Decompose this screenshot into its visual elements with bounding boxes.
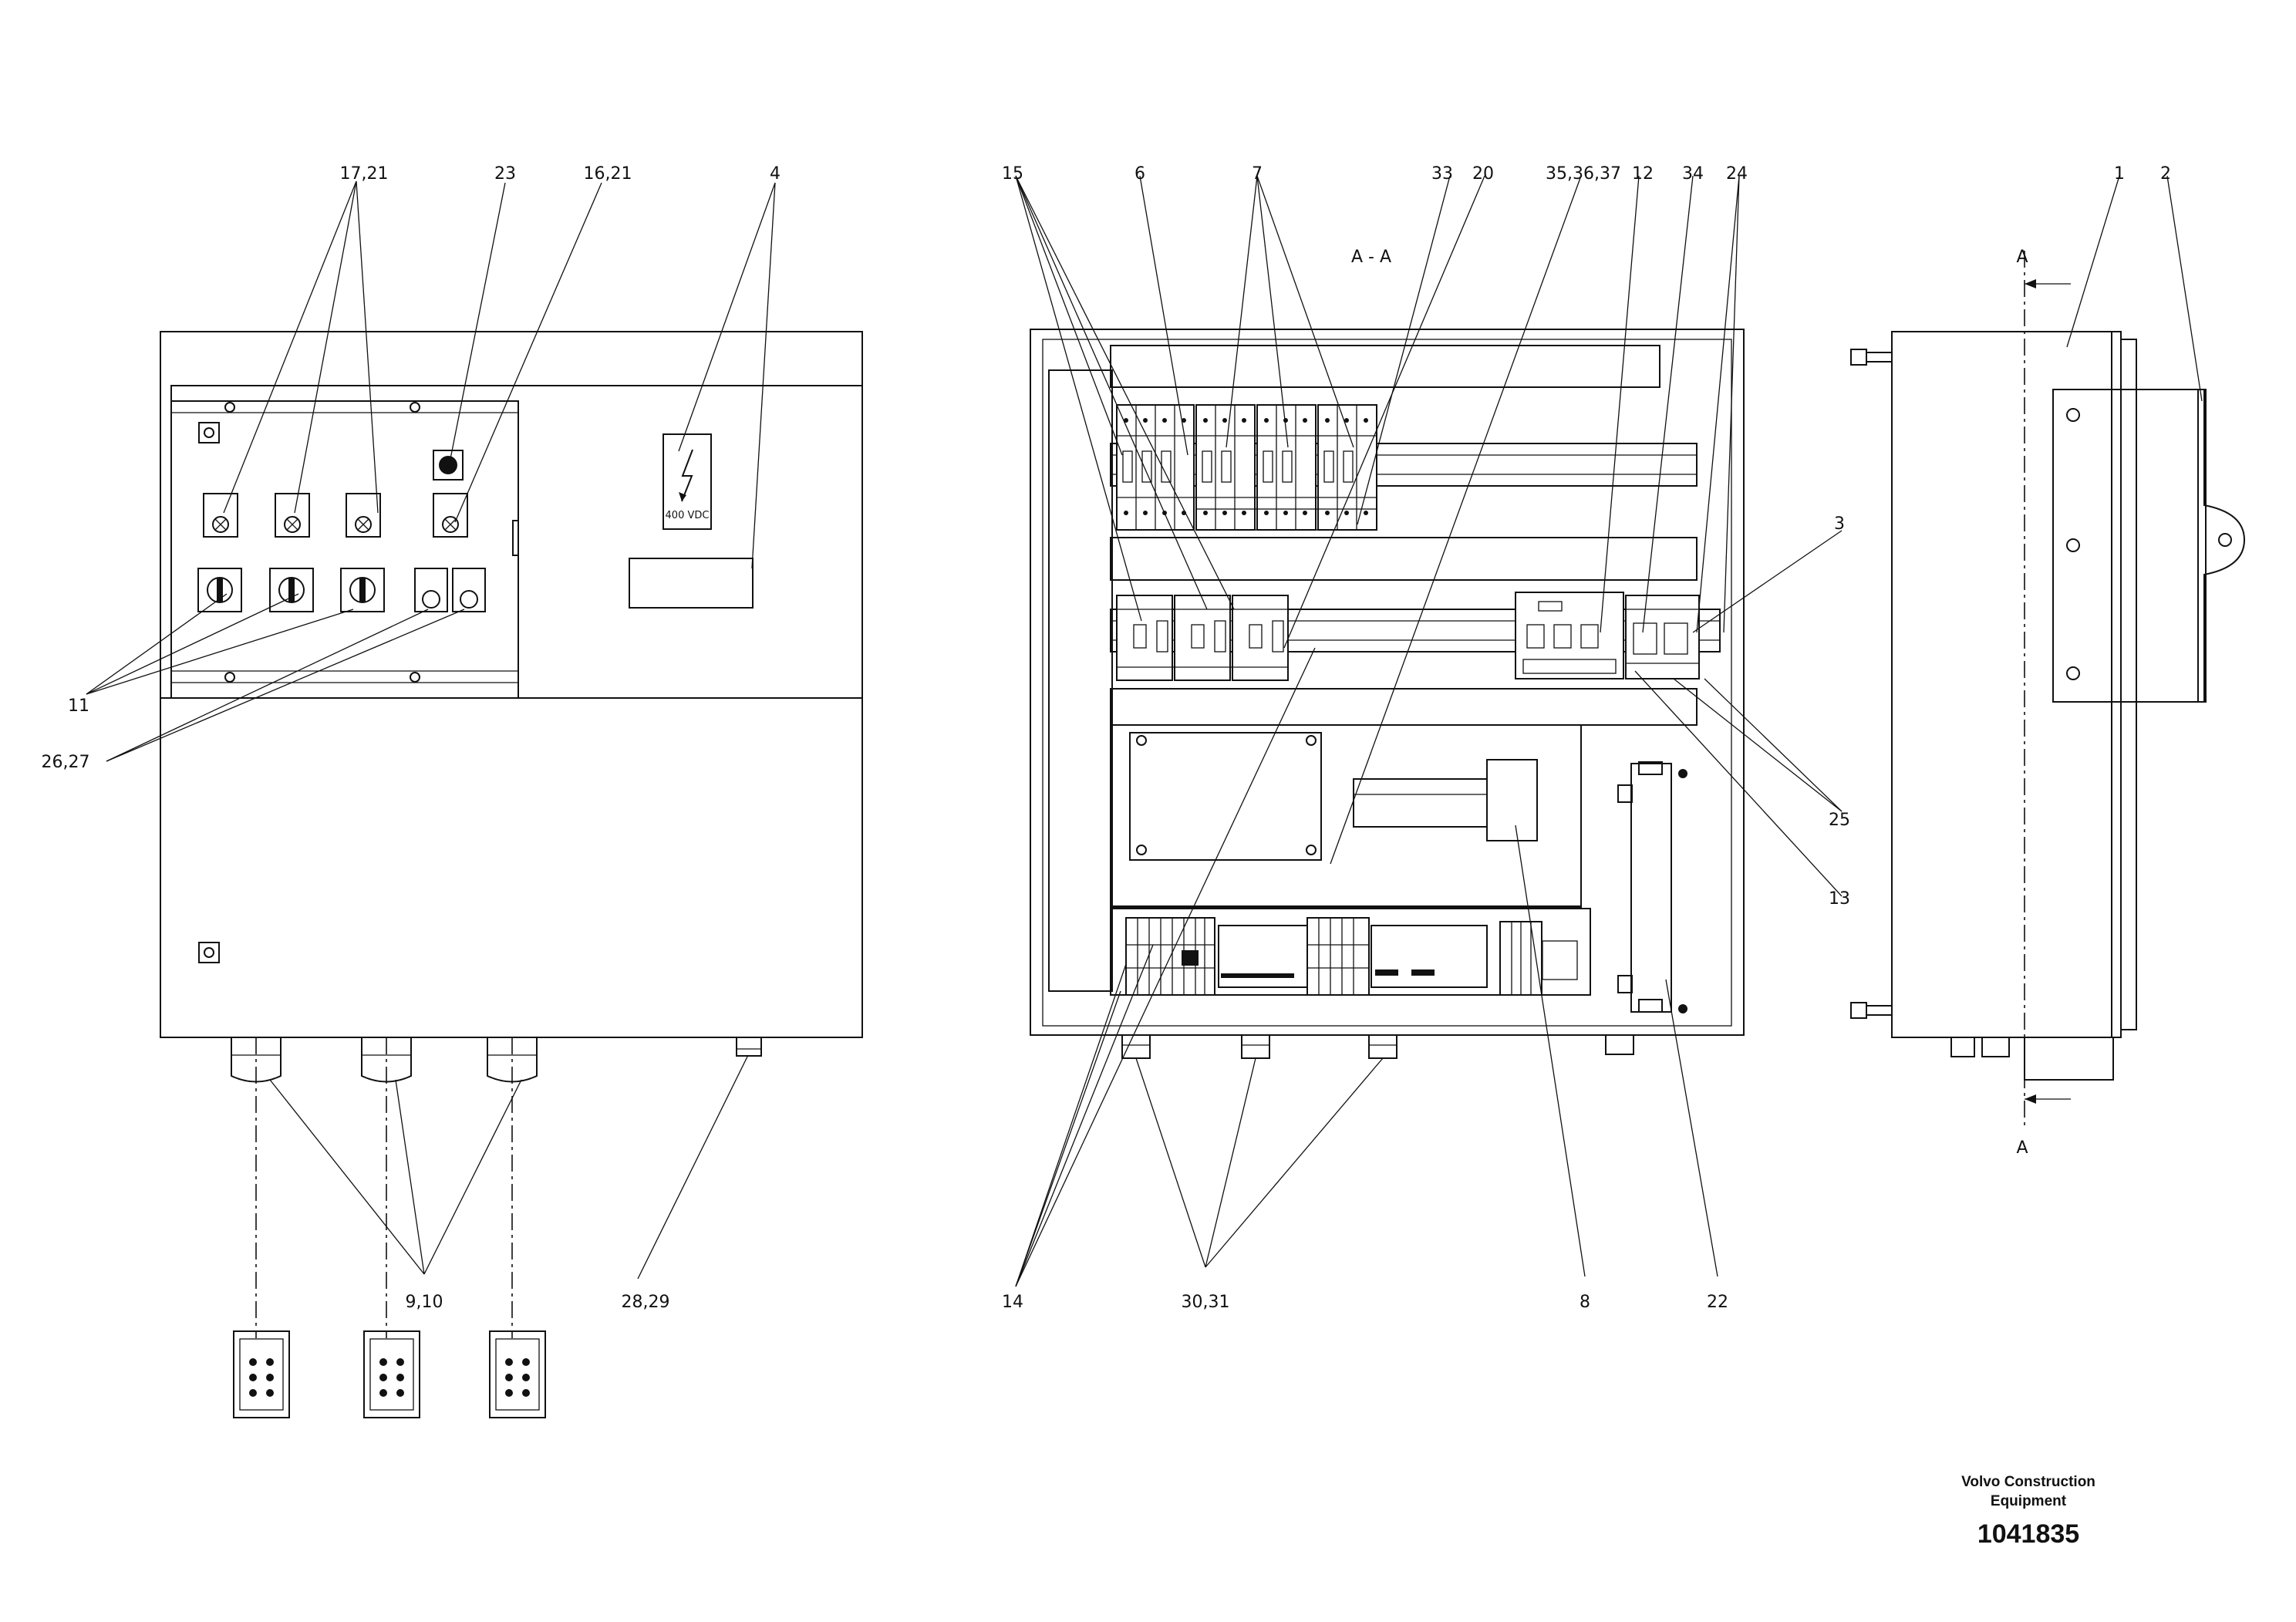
document-number: 1041835 [1977,1519,2079,1549]
cabinet-front-outline [160,331,863,1038]
front-view: 400 VDC [42,164,863,1418]
lock-icon [198,942,220,963]
plug-connectors [233,1330,546,1418]
junction-box [629,558,754,609]
cable-duct-lower [1110,688,1698,726]
callout-15: 15 [1002,164,1023,184]
callout-16-21: 16,21 [584,164,632,184]
din-rail-1 [1110,443,1698,487]
warning-label: 400 VDC [666,510,710,521]
cable-duct-top [1110,345,1660,388]
callout-4: 4 [770,164,781,184]
callout-20: 20 [1472,164,1494,184]
door-handle [1617,761,1687,1013]
front-leaders [86,180,776,1280]
callout-7: 7 [1252,164,1263,184]
callout-28-29: 28,29 [622,1293,670,1312]
cable-glands-front [231,1037,762,1083]
callout-2: 2 [2160,164,2171,184]
control-panel-plate [170,385,863,699]
callout-23: 23 [494,164,516,184]
callout-8: 8 [1580,1293,1590,1312]
callout-30-31: 30,31 [1182,1293,1230,1312]
callout-22: 22 [1707,1293,1728,1312]
callout-3: 3 [1834,514,1845,534]
hinge-plate [2052,389,2246,703]
callout-1: 1 [2114,164,2125,184]
cabinet-side-outline [1891,331,2112,1038]
contactors [1116,595,1289,681]
power-supply [1353,759,1538,841]
callout-12: 12 [1632,164,1654,184]
section-leaders [1015,175,1843,1287]
callout-26-27: 26,27 [42,753,90,772]
warning-sign: 400 VDC [629,433,754,609]
callout-17-21: 17,21 [340,164,389,184]
callout-14: 14 [1002,1293,1023,1312]
callout-13: 13 [1829,889,1850,909]
title-block: Volvo Construction Equipment 1041835 [1961,1474,2095,1549]
callout-35-36-37: 35,36,37 [1546,164,1621,184]
callout-34: 34 [1682,164,1704,184]
company-name-line1: Volvo Construction [1961,1474,2095,1490]
callout-33: 33 [1431,164,1453,184]
section-marker-bottom: A [2016,1138,2028,1158]
callout-11: 11 [68,696,89,716]
terminal-blocks [1110,908,1591,996]
mounting-bolts [1850,349,1893,1019]
callout-9-10: 9,10 [406,1293,443,1312]
cable-glands-section [1121,1034,1634,1059]
din-rail-2 [1110,609,1721,653]
callout-25: 25 [1829,811,1850,830]
section-marker-top: A [2016,248,2028,267]
circuit-breakers [1116,404,1377,531]
side-view: A A 1 2 [1850,164,2246,1158]
company-name-line2: Equipment [1991,1493,2067,1509]
control-module [1129,732,1322,861]
cable-duct-left [1048,369,1113,992]
relay-modules [1515,592,1700,679]
callout-24: 24 [1726,164,1748,184]
section-view: A - A [1002,164,1850,1312]
callout-6: 6 [1135,164,1145,184]
indicator-lamps [203,450,468,538]
cable-duct-middle [1110,537,1698,581]
section-title: A - A [1351,248,1391,267]
selector-switches [197,568,486,612]
